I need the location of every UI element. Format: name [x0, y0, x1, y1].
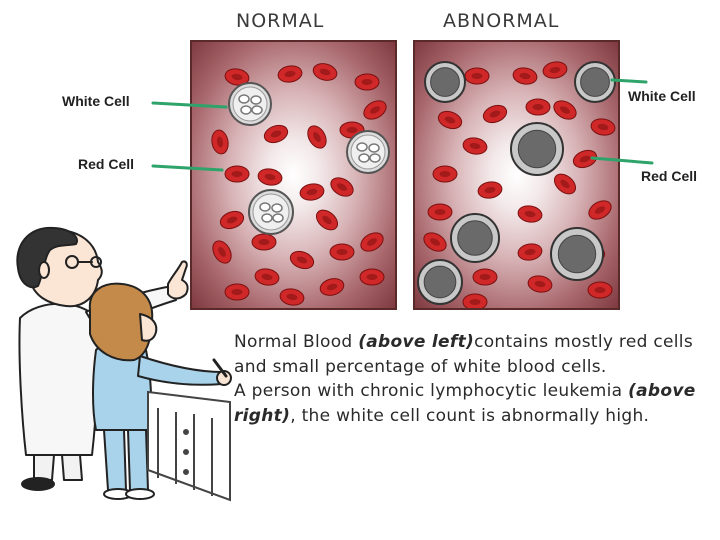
white-blood-cell: [346, 130, 390, 174]
red-blood-cell: [437, 110, 463, 130]
red-blood-cell: [588, 200, 612, 220]
red-blood-cell: [423, 232, 447, 252]
red-blood-cell: [354, 73, 380, 91]
abnormal-white-blood-cell: [574, 61, 616, 103]
red-blood-cell: [462, 293, 488, 308]
red-blood-cell: [527, 275, 553, 293]
red-blood-cell: [462, 137, 488, 155]
red-blood-cell: [299, 183, 325, 201]
white-blood-cell: [248, 189, 294, 235]
abnormal-heading: ABNORMAL: [443, 10, 560, 32]
red-blood-cell: [251, 233, 277, 251]
red-blood-cell: [432, 165, 458, 183]
red-blood-cell: [257, 168, 283, 186]
abnormal-white-blood-cell: [417, 259, 463, 305]
red-blood-cell: [219, 210, 245, 230]
red-blood-cell: [329, 243, 355, 261]
red-blood-cell: [512, 67, 538, 85]
red-blood-cell: [464, 67, 490, 85]
red-blood-cell: [587, 281, 613, 299]
red-blood-cell: [224, 165, 250, 183]
white-cell-label-left: White Cell: [62, 93, 130, 109]
red-cell-label-right: Red Cell: [641, 168, 698, 184]
caption: Normal Blood (above left)contains mostly…: [234, 330, 718, 428]
caption-paragraph-1: Normal Blood (above left)contains mostly…: [234, 332, 693, 377]
red-blood-cell: [517, 205, 543, 223]
red-blood-cell: [360, 232, 384, 252]
red-blood-cell: [224, 68, 250, 86]
red-cell-label-left: Red Cell: [78, 156, 135, 172]
abnormal-blood-panel: [413, 40, 620, 310]
red-blood-cell: [211, 129, 229, 155]
normal-blood-cells: [211, 63, 390, 306]
patient-illustration: [88, 282, 232, 500]
red-blood-cell: [319, 278, 345, 296]
red-blood-cell: [572, 149, 598, 169]
red-blood-cell: [525, 98, 551, 116]
red-blood-cell: [427, 203, 453, 221]
normal-heading: NORMAL: [236, 10, 325, 32]
red-blood-cell: [363, 100, 387, 120]
red-blood-cell: [482, 104, 508, 124]
red-blood-cell: [553, 100, 577, 120]
red-blood-cell: [224, 283, 250, 301]
red-blood-cell: [517, 243, 543, 261]
red-blood-cell: [542, 61, 568, 79]
caption-paragraph-2: A person with chronic lymphocytic leukem…: [234, 381, 696, 426]
red-blood-cell: [289, 250, 315, 270]
white-cell-label-right: White Cell: [628, 88, 696, 104]
red-blood-cell: [254, 268, 280, 286]
abnormal-white-blood-cell: [450, 213, 500, 263]
red-blood-cell: [315, 209, 339, 231]
red-blood-cell: [279, 288, 305, 306]
red-blood-cell: [477, 181, 503, 199]
abnormal-blood-cells: [417, 61, 616, 308]
abnormal-white-blood-cell: [550, 227, 604, 281]
railing-illustration: [147, 390, 231, 502]
red-blood-cell: [307, 125, 327, 149]
red-blood-cell: [312, 63, 338, 81]
red-blood-cell: [359, 268, 385, 286]
doctor-illustration: [16, 226, 189, 491]
red-blood-cell: [590, 118, 616, 136]
red-blood-cell: [330, 177, 354, 197]
white-blood-cell: [228, 82, 272, 126]
red-blood-cell: [472, 268, 498, 286]
normal-blood-panel: [190, 40, 397, 310]
red-blood-cell: [553, 173, 577, 195]
abnormal-white-blood-cell: [510, 122, 564, 176]
red-blood-cell: [212, 240, 232, 264]
abnormal-white-blood-cell: [424, 61, 466, 103]
red-blood-cell: [277, 65, 303, 83]
red-blood-cell: [263, 124, 289, 144]
